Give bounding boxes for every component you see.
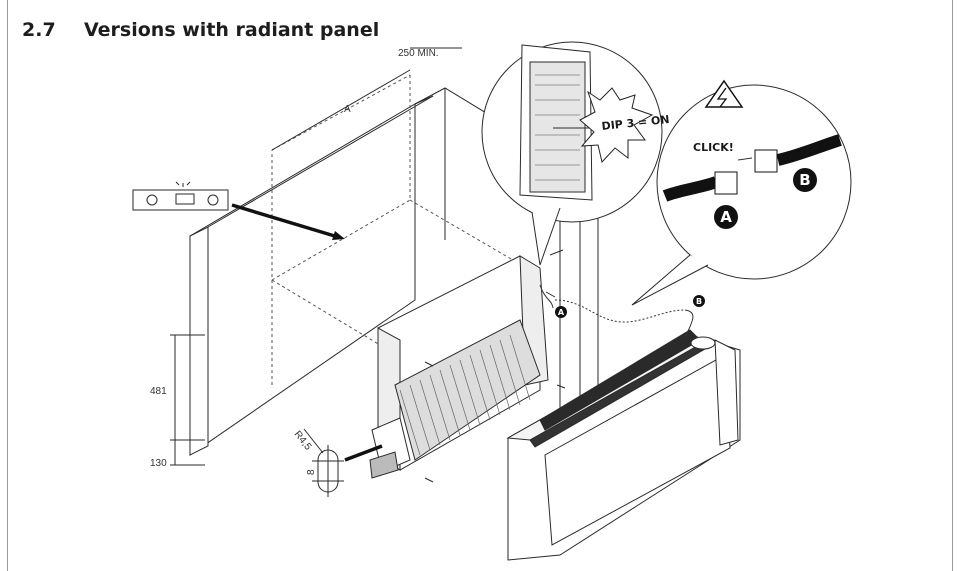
- svg-text:B: B: [696, 297, 702, 306]
- slot-pitch-label: 8: [306, 469, 317, 475]
- svg-text:A: A: [720, 208, 732, 226]
- slot-radius-label: R4,5: [292, 429, 314, 453]
- dimension-height-label: 481: [150, 386, 167, 397]
- wiring-dashed: [554, 299, 686, 323]
- wall: [189, 95, 434, 456]
- level-arrow: [231, 203, 339, 239]
- radiant-panel: [506, 329, 741, 561]
- connector-badge-b: B: [793, 168, 817, 192]
- slot-detail: [303, 428, 344, 497]
- dimension-line-a: [271, 69, 411, 151]
- screw-icon: [424, 249, 566, 483]
- dimension-top-label: 250 MIN.: [398, 48, 439, 59]
- mounting-template: [271, 74, 531, 385]
- wire-badge-b: B: [693, 295, 705, 307]
- spirit-level-icon: [132, 181, 229, 211]
- section-heading: 2.7 Versions with radiant panel: [22, 19, 379, 45]
- section-title: Versions with radiant panel: [84, 19, 380, 41]
- zoom-circle-board: [481, 41, 663, 266]
- connector-badge-a: A: [714, 205, 738, 229]
- zoom-circle-connector: [631, 79, 852, 306]
- warning-icon: [704, 79, 744, 108]
- section-number: 2.7: [22, 19, 56, 41]
- page-frame: [7, 0, 953, 571]
- dimension-floor-label: 130: [150, 458, 167, 469]
- svg-text:A: A: [558, 308, 565, 317]
- wire-badge-a: A: [555, 306, 567, 318]
- dimension-width-label: A: [344, 104, 351, 115]
- click-callout: CLICK!: [693, 141, 734, 154]
- svg-text:B: B: [799, 171, 810, 189]
